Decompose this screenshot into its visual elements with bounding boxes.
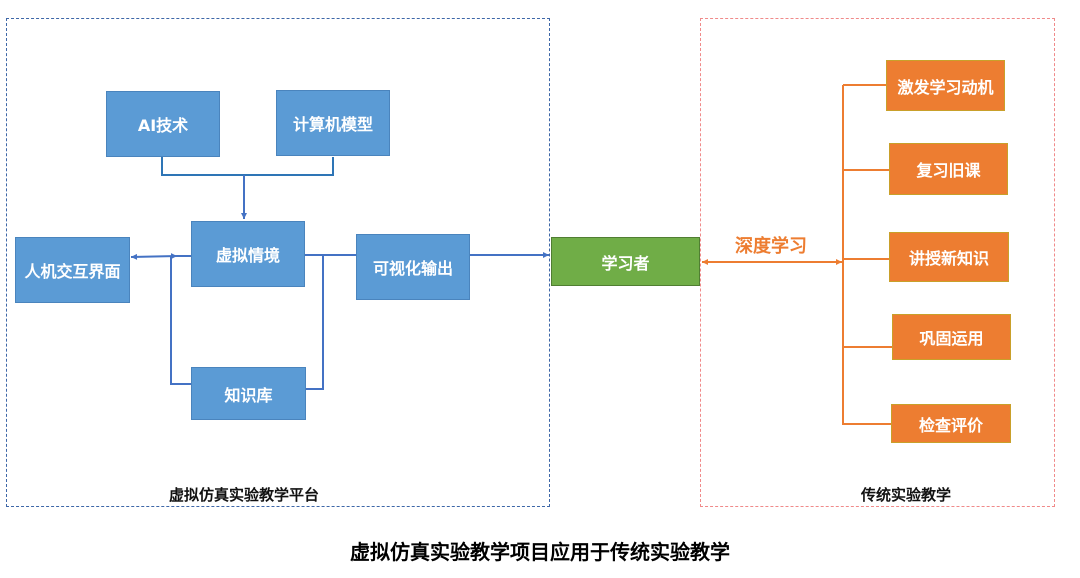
node-virtual-scene-label: 虚拟情境 — [215, 246, 280, 265]
step-5: 检查评价 — [891, 404, 1011, 443]
platform-frame — [6, 18, 550, 507]
step-3-label: 讲授新知识 — [908, 249, 989, 268]
step-5-label: 检查评价 — [918, 415, 983, 435]
node-ai-label: AI技术 — [137, 116, 189, 135]
node-computer-model-label: 计算机模型 — [292, 115, 373, 134]
node-ai: AI技术 — [106, 91, 220, 157]
step-4-label: 巩固运用 — [919, 329, 984, 348]
node-knowledge-base-label: 知识库 — [224, 385, 273, 405]
traditional-frame — [700, 18, 1055, 507]
step-1: 激发学习动机 — [886, 60, 1005, 111]
step-2: 复习旧课 — [889, 143, 1008, 195]
step-3: 讲授新知识 — [889, 232, 1009, 282]
node-computer-model: 计算机模型 — [276, 90, 390, 156]
connector-left-loop — [170, 255, 191, 385]
platform-label: 虚拟仿真实验教学平台 — [169, 486, 320, 504]
node-learner-label: 学习者 — [601, 253, 650, 273]
figure-caption: 虚拟仿真实验教学项目应用于传统实验教学 — [350, 540, 730, 564]
deep-learning-label: 深度学习 — [735, 236, 807, 257]
traditional-label: 传统实验教学 — [861, 486, 952, 504]
connector-ai-model-bracket — [161, 157, 334, 176]
connector-hci-bidirectional — [130, 253, 178, 260]
node-knowledge-base: 知识库 — [191, 367, 306, 420]
step-4: 巩固运用 — [892, 314, 1011, 360]
node-hci-label: 人机交互界面 — [24, 262, 121, 281]
connector-right-loop — [305, 254, 356, 390]
node-hci: 人机交互界面 — [15, 237, 130, 303]
node-visual-output: 可视化输出 — [356, 234, 470, 300]
node-visual-output-label: 可视化输出 — [372, 259, 453, 278]
node-learner: 学习者 — [551, 237, 700, 286]
node-virtual-scene: 虚拟情境 — [191, 221, 305, 287]
step-2-label: 复习旧课 — [916, 161, 981, 180]
step-1-label: 激发学习动机 — [897, 77, 994, 97]
